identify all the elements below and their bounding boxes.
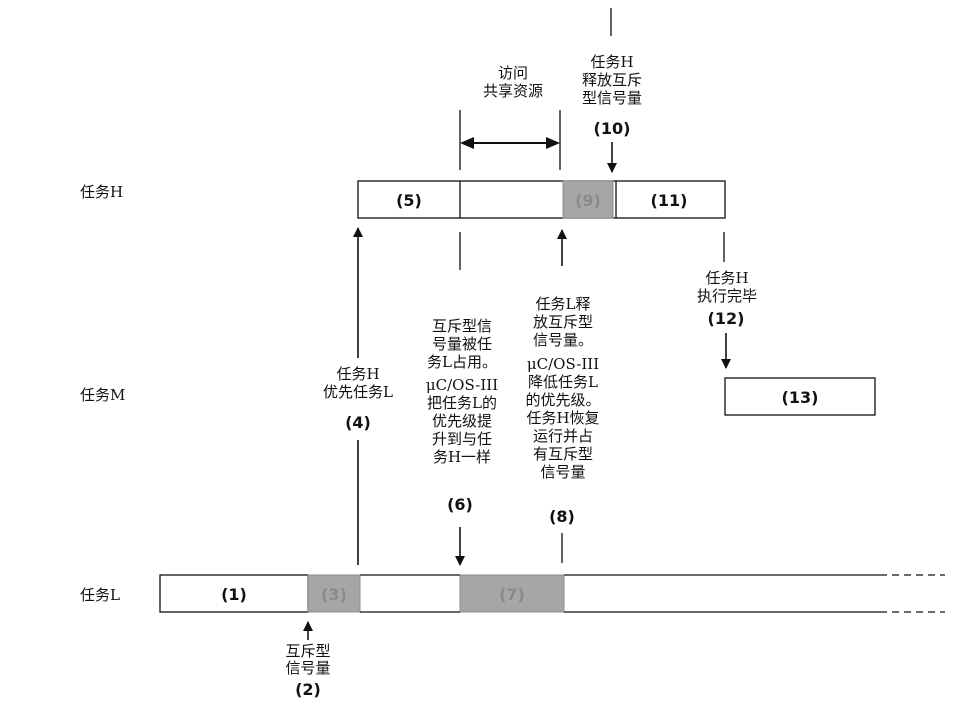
event-8-line-2: 放互斥型 [533, 313, 593, 331]
event-4-text-bg [320, 358, 410, 440]
segment-1-box [159, 574, 309, 613]
row-label-task-l: 任务L [80, 586, 120, 604]
event-4-number: (4) [345, 413, 371, 432]
event-8-line-3: 信号量。 [533, 331, 593, 349]
event-6-number: (6) [447, 495, 473, 514]
segment-13-label: (13) [782, 388, 819, 407]
event-6-line-2: 号量被任 [432, 335, 492, 353]
event-10-number: (10) [594, 119, 631, 138]
event-4-line-2: 优先任务L [323, 383, 393, 401]
event-12-line-2: 执行完毕 [697, 287, 757, 305]
event-8-line-5: 降低任务L [528, 373, 598, 391]
task-h-timeline: (5) (9) (11) [357, 180, 726, 219]
event-10-line-3: 型信号量 [582, 89, 642, 107]
event-6-description: 互斥型信 号量被任 务L占用。 μC/OS-III 把任务L的 优先级提 升到与… [426, 317, 498, 466]
access-arrow-left [460, 137, 474, 149]
event-6-line-8: 务H一样 [433, 448, 491, 466]
event-6-line-7: 升到与任 [432, 430, 492, 448]
segment-7-label: (7) [499, 585, 525, 604]
segment-7-box [459, 574, 565, 613]
event-10-line-2: 释放互斥 [582, 71, 642, 89]
segment-11-label: (11) [651, 191, 688, 210]
event-8-description: 任务L释 放互斥型 信号量。 μC/OS-III 降低任务L 的优先级。 任务H… [525, 295, 600, 481]
segment-9-label: (9) [575, 191, 601, 210]
access-label-line-1: 访问 [498, 64, 528, 82]
row-label-task-m: 任务M [80, 386, 125, 404]
event-6-line-3: 务L占用。 [427, 353, 497, 371]
event-8-number: (8) [549, 507, 575, 526]
event-8-line-9: 有互斥型 [533, 445, 593, 463]
segment-5-label: (5) [396, 191, 422, 210]
segment-3-box [307, 574, 361, 613]
task-l-timeline: (1) (3) (7) [159, 574, 945, 613]
event-6-line-4: μC/OS-III [426, 376, 498, 394]
event-2-line-1: 互斥型 [285, 642, 330, 660]
event-8-line-1: 任务L释 [536, 295, 591, 313]
row-label-task-h: 任务H [80, 183, 123, 201]
event-8-line-6: 的优先级。 [525, 391, 600, 409]
access-arrow-right [546, 137, 560, 149]
event-12-line-1: 任务H [705, 269, 748, 287]
event-2-line-2: 信号量 [285, 659, 330, 677]
event-8-line-7: 任务H恢复 [526, 409, 599, 427]
segment-13-box [724, 377, 876, 416]
event-6-line-5: 把任务L的 [427, 394, 497, 412]
segment-1-label: (1) [221, 585, 247, 604]
segment-9-box [562, 180, 614, 219]
access-label-line-2: 共享资源 [483, 82, 543, 100]
task-h-box [357, 180, 726, 219]
event-12-number: (12) [708, 309, 745, 328]
event-8-line-8: 运行并占 [533, 427, 593, 445]
event-8-line-4: μC/OS-III [527, 355, 599, 373]
event-10-line-1: 任务H [590, 53, 633, 71]
event-8-line-10: 信号量 [540, 463, 585, 481]
event-2-number: (2) [295, 680, 321, 699]
event-6-line-6: 优先级提 [432, 412, 492, 430]
event-6-line-1: 互斥型信 [432, 317, 492, 335]
segment-3-label: (3) [321, 585, 347, 604]
event-4-line-1: 任务H [336, 365, 379, 383]
